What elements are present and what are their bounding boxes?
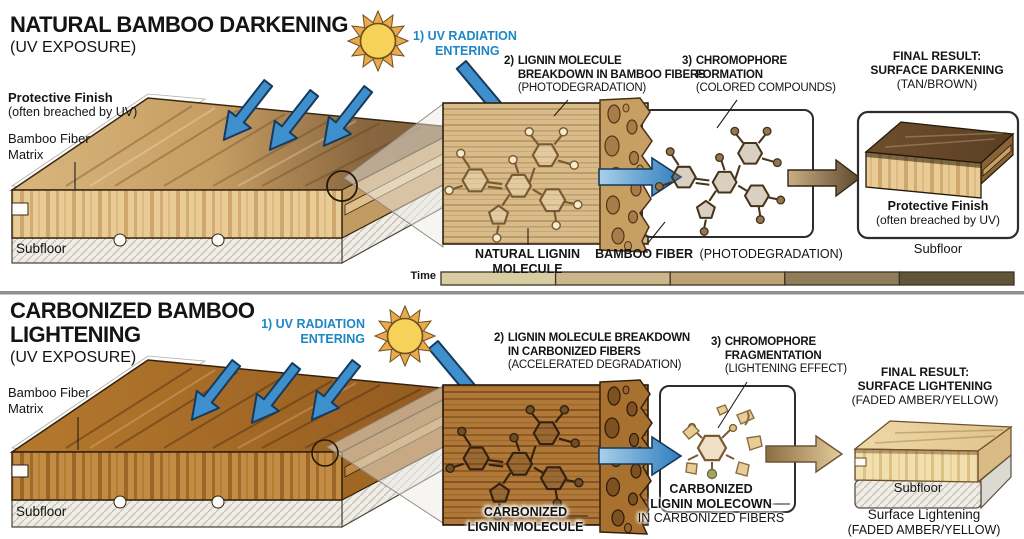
sun-icon xyxy=(348,11,408,71)
top-protective-finish-label: Protective Finish xyxy=(8,90,113,105)
pointer-lines xyxy=(74,99,790,517)
top-plank-graphic xyxy=(9,93,465,265)
top-protective-finish-sub: (often breached by UV) xyxy=(8,105,138,119)
fragmented-molecule xyxy=(682,404,763,480)
right-arrow-icon xyxy=(598,435,683,477)
magnifier-circle-icon xyxy=(326,170,358,202)
sun-icon xyxy=(375,306,435,366)
time-bar xyxy=(440,271,1015,286)
top-title: NATURAL BAMBOO DARKENING xyxy=(10,12,348,37)
bottom-result-caption-line1: Surface Lightening xyxy=(867,507,981,522)
result-protective-finish-sub: (often breached by UV) xyxy=(875,213,1001,227)
top-zoom-panel xyxy=(442,97,814,253)
bottom-title-line2: LIGHTENING xyxy=(10,322,141,347)
bottom-subtitle: (UV EXPOSURE) xyxy=(10,349,137,366)
top-subtitle: (UV EXPOSURE) xyxy=(10,39,137,56)
bottom-step1-label: 1) UV RADIATION ENTERING xyxy=(261,317,365,346)
section-divider xyxy=(0,291,1024,295)
bottom-zoom-panel xyxy=(442,379,796,535)
fragment-label: CARBONIZED LIGNIN MOLECOWN IN CARBONIZED… xyxy=(637,482,785,525)
result-protective-finish-label: Protective Finish xyxy=(887,199,989,213)
bottom-result-caption-line2: (FADED AMBER/YELLOW) xyxy=(847,523,1001,537)
bamboo-fiber-label: BAMBOO FIBER (PHOTODEGRADATION) xyxy=(595,247,843,261)
bottom-result-plank xyxy=(853,420,1013,510)
bottom-plank-graphic xyxy=(9,355,465,529)
bottom-subfloor-label: Subfloor xyxy=(16,504,67,519)
tan-arrow-icon xyxy=(765,434,844,474)
top-subfloor-label: Subfloor xyxy=(16,241,67,256)
bottom-final-result-label: FINAL RESULT: SURFACE LIGHTENING (FADED … xyxy=(851,365,999,407)
time-label: Time xyxy=(410,270,436,282)
top-result-panel xyxy=(856,110,1020,240)
result-subfloor-label: Subfloor xyxy=(913,241,963,256)
natural-lignin-molecule-label: NATURAL LIGNIN MOLECULE xyxy=(474,247,581,276)
brown-arrow-icon xyxy=(787,158,862,198)
top-step1-label: 1) UV RADIATION ENTERING xyxy=(413,29,517,58)
magnifier-circle-icon xyxy=(311,439,339,467)
bottom-result-subfloor-label: Subfloor xyxy=(893,480,943,495)
top-final-result-label: FINAL RESULT: SURFACE DARKENING (TAN/BRO… xyxy=(870,49,1004,91)
bottom-title-line1: CARBONIZED BAMBOO xyxy=(10,298,255,323)
